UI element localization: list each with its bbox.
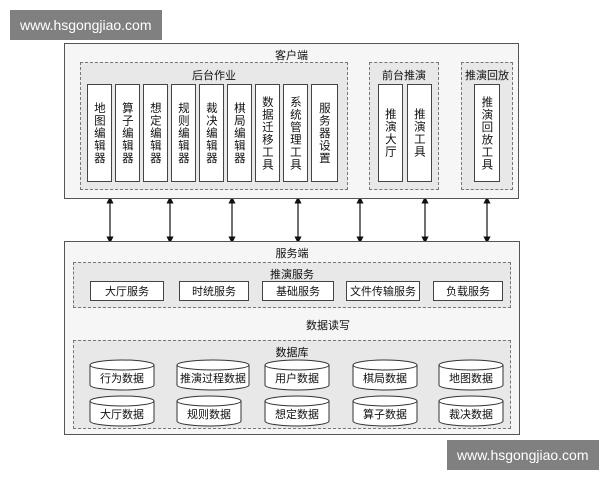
- db-adjudication-data: 裁决数据: [438, 395, 504, 427]
- service-lobby[interactable]: 大厅服务: [90, 281, 164, 301]
- tool-label: 算子编辑器: [120, 101, 135, 165]
- tool-scenario-editor[interactable]: 想定编辑器: [143, 84, 168, 182]
- tool-server-settings[interactable]: 服务器设置: [311, 84, 338, 182]
- cylinder-shape: [438, 359, 504, 391]
- tool-label: 想定编辑器: [148, 101, 163, 165]
- tool-game-editor[interactable]: 棋局编辑器: [227, 84, 252, 182]
- tool-label: 推演工具: [412, 108, 427, 158]
- tool-label: 地图编辑器: [92, 101, 107, 165]
- db-rule-data: 规则数据: [176, 395, 242, 427]
- cylinder-shape: [176, 395, 242, 427]
- db-label: 棋局数据: [363, 372, 407, 385]
- db-map-data: 地图数据: [438, 359, 504, 391]
- db-game-data: 棋局数据: [352, 359, 418, 391]
- tool-replay[interactable]: 推演回放工具: [474, 84, 500, 182]
- tool-wargame-tool[interactable]: 推演工具: [407, 84, 432, 182]
- replay-title: 推演回放: [465, 69, 509, 82]
- tool-label: 系统管理工具: [288, 95, 303, 171]
- service-time-sync[interactable]: 时统服务: [179, 281, 249, 301]
- services-title: 推演服务: [270, 268, 314, 281]
- cylinder-shape: [352, 395, 418, 427]
- tool-label: 数据迁移工具: [260, 95, 275, 171]
- db-label: 地图数据: [449, 372, 493, 385]
- cylinder-shape: [89, 359, 155, 391]
- db-label: 大厅数据: [100, 408, 144, 421]
- db-label: 规则数据: [187, 408, 231, 421]
- service-label: 负载服务: [446, 285, 490, 298]
- tool-label: 推演回放工具: [480, 95, 495, 171]
- db-label: 用户数据: [275, 372, 319, 385]
- db-lobby-data: 大厅数据: [89, 395, 155, 427]
- frontend-title: 前台推演: [382, 69, 426, 82]
- io-label: 数据读写: [306, 319, 350, 332]
- db-label: 想定数据: [275, 408, 319, 421]
- service-load[interactable]: 负载服务: [433, 281, 503, 301]
- tool-label: 服务器设置: [317, 101, 332, 165]
- client-title: 客户端: [275, 49, 308, 62]
- backend-title: 后台作业: [192, 69, 236, 82]
- tool-label: 棋局编辑器: [232, 101, 247, 165]
- cylinder-shape: [264, 359, 330, 391]
- cylinder-shape: [176, 359, 250, 391]
- tool-operator-editor[interactable]: 算子编辑器: [115, 84, 140, 182]
- cylinder-shape: [352, 359, 418, 391]
- tool-data-migration[interactable]: 数据迁移工具: [255, 84, 280, 182]
- db-user-data: 用户数据: [264, 359, 330, 391]
- service-label: 文件传输服务: [350, 285, 416, 298]
- database-title: 数据库: [275, 346, 309, 359]
- db-label: 推演过程数据: [180, 372, 246, 385]
- watermark-top: www.hsgongjiao.com: [10, 10, 162, 40]
- tool-map-editor[interactable]: 地图编辑器: [87, 84, 112, 182]
- service-label: 基础服务: [276, 285, 320, 298]
- service-basic[interactable]: 基础服务: [262, 281, 334, 301]
- cylinder-shape: [438, 395, 504, 427]
- service-file-transfer[interactable]: 文件传输服务: [346, 281, 420, 301]
- tool-adjudication-editor[interactable]: 裁决编辑器: [199, 84, 224, 182]
- tool-lobby[interactable]: 推演大厅: [378, 84, 403, 182]
- tool-label: 规则编辑器: [176, 101, 191, 165]
- tool-rule-editor[interactable]: 规则编辑器: [171, 84, 196, 182]
- db-label: 裁决数据: [449, 408, 493, 421]
- cylinder-shape: [89, 395, 155, 427]
- service-label: 时统服务: [192, 285, 236, 298]
- db-process-data: 推演过程数据: [176, 359, 250, 391]
- db-label: 算子数据: [363, 408, 407, 421]
- db-label: 行为数据: [100, 372, 144, 385]
- cylinder-shape: [264, 395, 330, 427]
- service-label: 大厅服务: [105, 285, 149, 298]
- db-operator-data: 算子数据: [352, 395, 418, 427]
- server-title: 服务端: [275, 247, 309, 260]
- tool-system-management[interactable]: 系统管理工具: [283, 84, 308, 182]
- db-scenario-data: 想定数据: [264, 395, 330, 427]
- tool-label: 裁决编辑器: [204, 101, 219, 165]
- db-behavior-data: 行为数据: [89, 359, 155, 391]
- watermark-bottom: www.hsgongjiao.com: [447, 440, 599, 470]
- tool-label: 推演大厅: [383, 108, 398, 158]
